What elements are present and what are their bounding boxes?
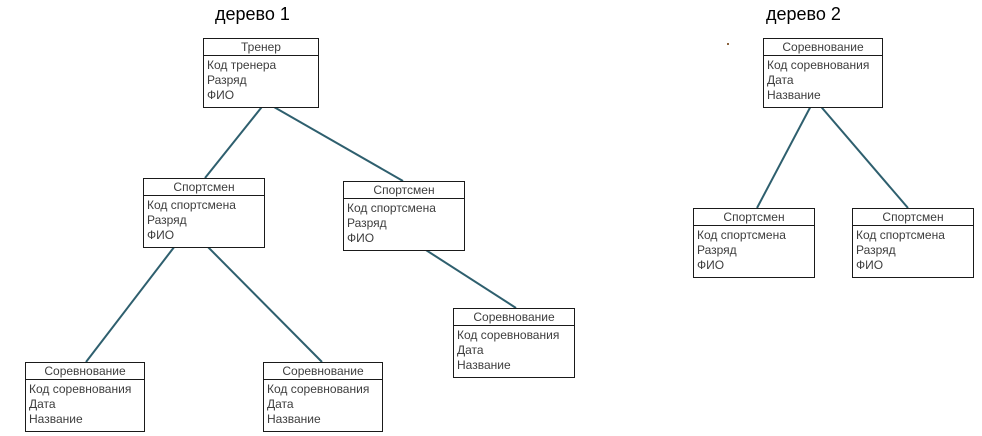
entity-field: Название bbox=[767, 88, 821, 102]
tree2-title: дерево 2 bbox=[766, 4, 841, 24]
entity-box-title: Соревнование bbox=[264, 363, 382, 380]
edge-competition-athlete-left bbox=[756, 101, 814, 209]
edge-athlete-left-competition-middle bbox=[202, 241, 323, 363]
entity-field: Код спортсмена bbox=[347, 201, 436, 215]
entity-field: Название bbox=[267, 412, 321, 426]
entity-box-athlete-right: Спортсмен Код спортсмена Разряд ФИО bbox=[343, 181, 465, 251]
entity-field: Разряд bbox=[147, 213, 187, 227]
entity-field: ФИО bbox=[856, 258, 884, 272]
entity-box-title: Соревнование bbox=[454, 309, 574, 326]
edge-trainer-athlete-right bbox=[266, 102, 404, 182]
entity-box-fields: Код тренера Разряд ФИО bbox=[204, 56, 318, 107]
edge-trainer-athlete-left bbox=[204, 102, 266, 179]
entity-box-title: Соревнование bbox=[764, 39, 882, 56]
entity-box-fields: Код спортсмена Разряд ФИО bbox=[344, 199, 464, 250]
entity-field: Разряд bbox=[856, 243, 896, 257]
entity-box-competition-left: Соревнование Код соревнования Дата Назва… bbox=[25, 362, 145, 432]
entity-box-title: Тренер bbox=[204, 39, 318, 56]
entity-box-fields: Код соревнования Дата Название bbox=[764, 56, 882, 107]
entity-box-title: Спортсмен bbox=[853, 209, 973, 226]
entity-field: Код тренера bbox=[207, 58, 277, 72]
entity-box-athlete-left: Спортсмен Код спортсмена Разряд ФИО bbox=[143, 178, 265, 248]
entity-field: Название bbox=[29, 412, 83, 426]
entity-box-competition-middle: Соревнование Код соревнования Дата Назва… bbox=[263, 362, 383, 432]
entity-box-fields: Код спортсмена Разряд ФИО bbox=[144, 196, 264, 247]
entity-field: Код соревнования bbox=[267, 382, 370, 396]
entity-box-title: Спортсмен bbox=[344, 182, 464, 199]
entity-box-fields: Код спортсмена Разряд ФИО bbox=[694, 226, 814, 277]
entity-field: Разряд bbox=[207, 73, 247, 87]
entity-box-tree2-athlete-right: Спортсмен Код спортсмена Разряд ФИО bbox=[852, 208, 974, 278]
entity-field: ФИО bbox=[347, 231, 375, 245]
entity-box-trainer: Тренер Код тренера Разряд ФИО bbox=[203, 38, 319, 108]
entity-box-tree2-athlete-left: Спортсмен Код спортсмена Разряд ФИО bbox=[693, 208, 815, 278]
entity-field: Дата bbox=[457, 343, 484, 357]
tree1-title: дерево 1 bbox=[215, 4, 290, 24]
stray-dot bbox=[727, 43, 729, 45]
edge-athlete-left-competition-left bbox=[85, 241, 179, 363]
entity-field: Разряд bbox=[697, 243, 737, 257]
entity-field: Дата bbox=[767, 73, 794, 87]
entity-field: Код спортсмена bbox=[697, 228, 786, 242]
entity-field: Код соревнования bbox=[29, 382, 132, 396]
entity-box-title: Соревнование bbox=[26, 363, 144, 380]
entity-field: ФИО bbox=[697, 258, 725, 272]
entity-box-fields: Код спортсмена Разряд ФИО bbox=[853, 226, 973, 277]
entity-field: Код соревнования bbox=[457, 328, 560, 342]
entity-field: ФИО bbox=[207, 88, 235, 102]
entity-field: Дата bbox=[29, 397, 56, 411]
entity-field: Название bbox=[457, 358, 511, 372]
entity-box-competition-root: Соревнование Код соревнования Дата Назва… bbox=[763, 38, 883, 108]
entity-box-fields: Код соревнования Дата Название bbox=[264, 380, 382, 431]
entity-box-fields: Код соревнования Дата Название bbox=[454, 326, 574, 377]
entity-field: Разряд bbox=[347, 216, 387, 230]
entity-box-fields: Код соревнования Дата Название bbox=[26, 380, 144, 431]
entity-box-title: Спортсмен bbox=[694, 209, 814, 226]
entity-box-title: Спортсмен bbox=[144, 179, 264, 196]
entity-box-competition-right: Соревнование Код соревнования Дата Назва… bbox=[453, 308, 575, 378]
entity-field: ФИО bbox=[147, 228, 175, 242]
entity-field: Дата bbox=[267, 397, 294, 411]
edge-competition-athlete-right bbox=[816, 101, 909, 209]
entity-field: Код спортсмена bbox=[856, 228, 945, 242]
edge-athlete-right-competition-right bbox=[414, 242, 517, 309]
entity-field: Код соревнования bbox=[767, 58, 870, 72]
entity-field: Код спортсмена bbox=[147, 198, 236, 212]
